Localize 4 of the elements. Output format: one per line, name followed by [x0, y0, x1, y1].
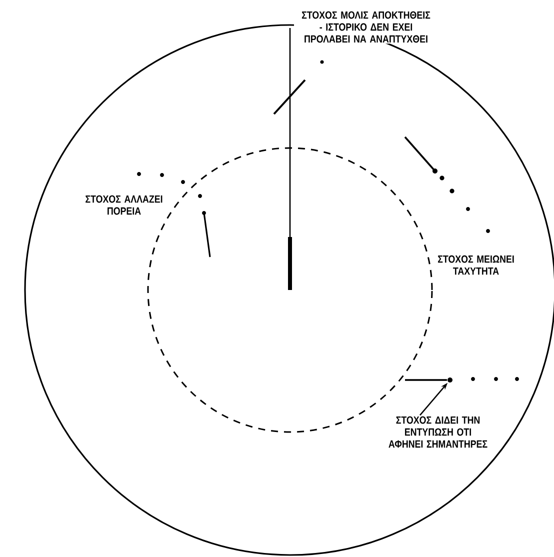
target-label: ΣΤΟΧΟΣ ΜΕΙΩΝΕΙ ΤΑΧΥΤΗΤΑ: [435, 254, 517, 276]
target-label: ΣΤΟΧΟΣ ΜΟΛΙΣ ΑΠΟΚΤΗΘΕΙΣ - ΙΣΤΟΡΙΚΟ ΔΕΝ ΕΧΕΙ ΠΡΟΛΑΒΕΙ ΝΑ ΑΝΑΠΤΥΧΘΕΙ: [294, 10, 438, 44]
target-label: ΣΤΟΧΟΣ ΑΛΛΑΖΕΙ ΠΟΡΕΙΑ: [83, 194, 165, 216]
target-label: ΣΤΟΧΟΣ ΔΙΔΕΙ ΤΗΝ ΕΝΤΥΠΩΣΗ ΟΤΙ ΑΦΗΝΕΙ ΣΗΜΑΝΤΗΡΕΣ: [380, 415, 496, 449]
